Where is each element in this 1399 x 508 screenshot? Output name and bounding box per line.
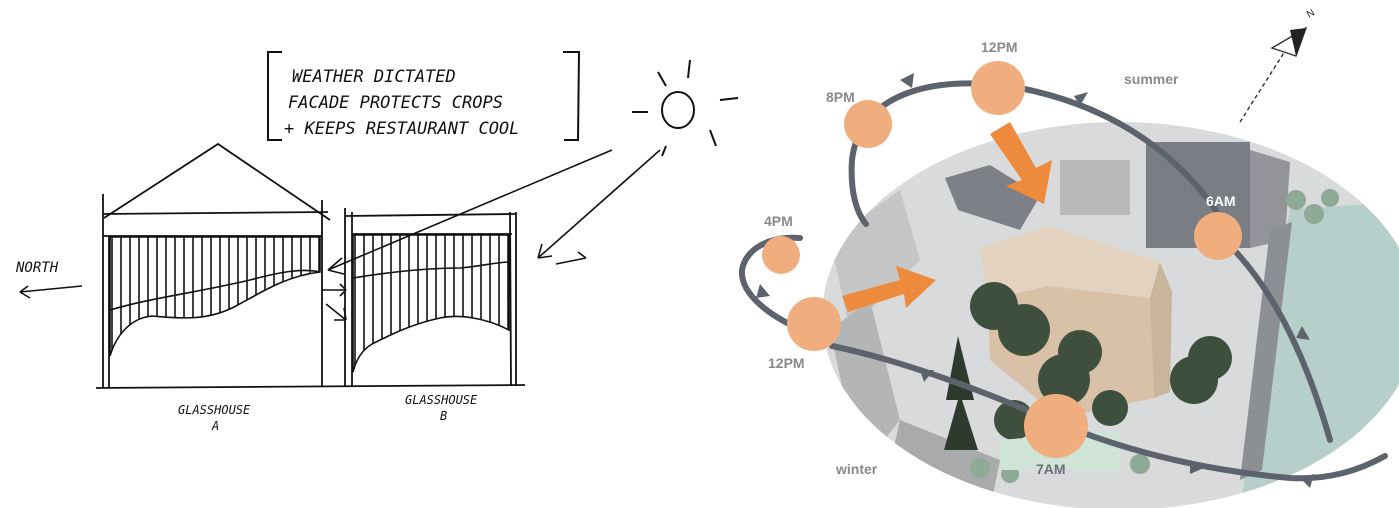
glasshouse-a-letter: A (211, 419, 219, 433)
sun-summer-evening (844, 100, 892, 148)
note-line-1: WEATHER DICTATED (292, 67, 456, 87)
glasshouse-a-facade (110, 237, 320, 356)
sun-sketch-icon (632, 60, 738, 156)
glasshouse-b-label: GLASSHOUSE (405, 393, 478, 407)
north-label: NORTH (15, 260, 59, 276)
glasshouse-b-letter: B (440, 409, 447, 423)
season-label-summer: summer (1124, 71, 1179, 87)
sun-winter-afternoon (762, 236, 800, 274)
time-label-summer-evening: 8PM (826, 89, 855, 105)
building-back-mid (1060, 160, 1130, 215)
north-arrow-icon (20, 286, 82, 298)
sun-winter-noon (787, 297, 841, 351)
time-label-winter-noon: 12PM (768, 355, 805, 371)
north-marker-icon: N (1240, 7, 1317, 122)
glasshouse-b-facade (353, 235, 509, 372)
note-line-3: + KEEPS RESTAURANT COOL (284, 119, 519, 139)
time-label-winter-afternoon: 4PM (764, 213, 793, 229)
time-label-summer-noon: 12PM (981, 39, 1018, 55)
sun-winter-morning (1024, 394, 1088, 458)
glasshouse-a-label: GLASSHOUSE (178, 403, 251, 417)
ground-line (96, 385, 525, 388)
time-label-summer-morning: 6AM (1206, 193, 1236, 209)
sun-path-diagram: 12PM 8PM 6AM 4PM 12PM 7AM summer winter … (742, 7, 1399, 508)
time-label-winter-morning: 7AM (1036, 461, 1066, 477)
note-line-2: FACADE PROTECTS CROPS (288, 93, 503, 113)
facade-sketch: WEATHER DICTATED FACADE PROTECTS CROPS +… (15, 52, 738, 433)
roof-outline (104, 144, 330, 220)
season-label-winter: winter (835, 461, 878, 477)
sun-summer-noon (971, 61, 1025, 115)
north-marker-label: N (1305, 7, 1317, 20)
sun-summer-morning (1194, 212, 1242, 260)
